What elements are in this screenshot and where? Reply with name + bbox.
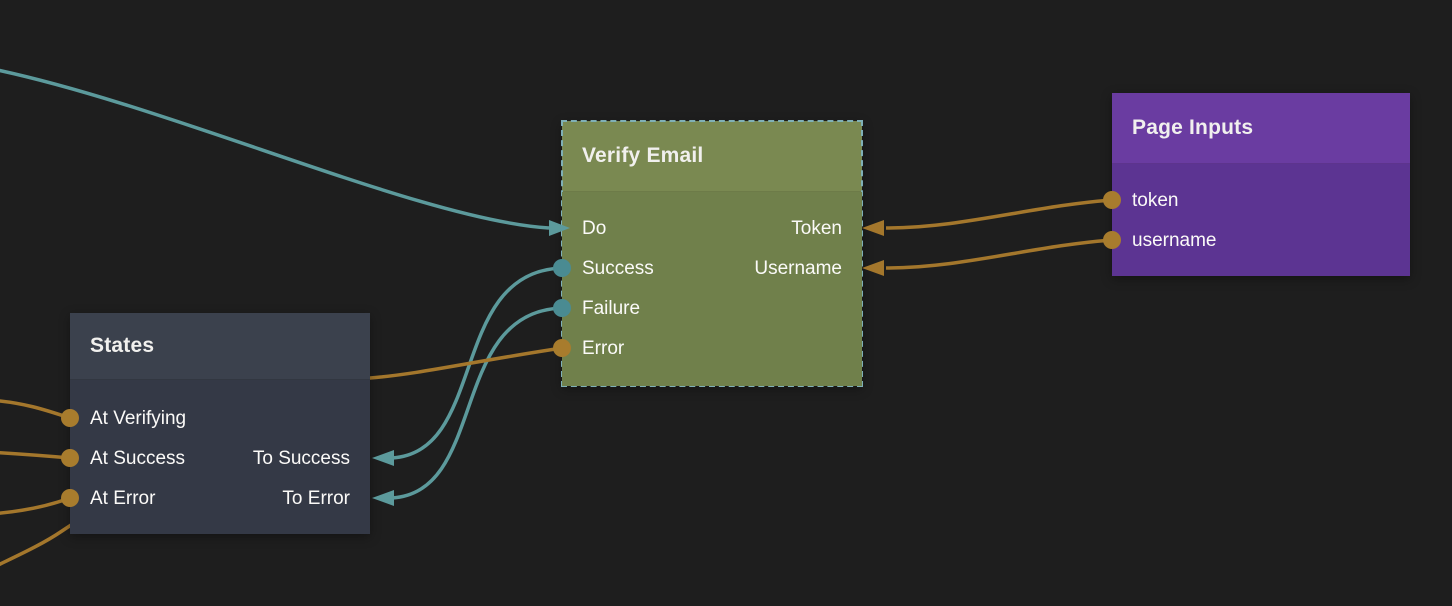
port-label-at-verifying[interactable]: At Verifying <box>90 408 187 429</box>
wire-at-verifying-outgoing[interactable] <box>0 399 71 420</box>
node-verify-email-body: Do Token Success Username Failure Error <box>562 192 862 386</box>
port-label-to-success[interactable]: To Success <box>252 448 350 469</box>
port-label-do[interactable]: Do <box>582 218 607 239</box>
port-label-token-output[interactable]: token <box>1132 190 1179 211</box>
port-row: At Verifying <box>70 399 370 439</box>
port-row: At Error To Error <box>70 479 370 519</box>
wire-failure-to-to-error[interactable] <box>391 306 563 500</box>
port-label-success[interactable]: Success <box>582 258 654 279</box>
node-verify-email-header[interactable]: Verify Email <box>562 121 862 192</box>
wire-to-verify-email-do[interactable] <box>0 68 550 230</box>
port-row: Error <box>562 329 862 369</box>
wire-at-error-outgoing[interactable] <box>0 496 71 515</box>
port-row: Do Token <box>562 209 862 249</box>
port-row: Failure <box>562 289 862 329</box>
port-label-to-error[interactable]: To Error <box>282 488 350 509</box>
wire-at-success-outgoing[interactable] <box>0 450 71 460</box>
port-label-username-output[interactable]: username <box>1132 230 1217 251</box>
port-label-failure[interactable]: Failure <box>582 298 641 319</box>
wire-username-to-username[interactable] <box>885 238 1113 270</box>
node-states-header[interactable]: States <box>70 313 370 380</box>
node-page-inputs[interactable]: Page Inputs token username <box>1112 93 1410 276</box>
node-title: States <box>90 334 155 357</box>
wire-token-to-token[interactable] <box>885 198 1113 230</box>
port-row: username <box>1112 221 1410 261</box>
node-page-inputs-header[interactable]: Page Inputs <box>1112 93 1410 164</box>
node-verify-email[interactable]: Verify Email Do Token Success Username F… <box>561 120 863 387</box>
port-label-error[interactable]: Error <box>582 338 625 359</box>
node-states[interactable]: States At Verifying At Success To Succes… <box>70 313 370 534</box>
port-row: Success Username <box>562 249 862 289</box>
port-label-token[interactable]: Token <box>791 218 842 239</box>
node-states-body: At Verifying At Success To Success At Er… <box>70 380 370 534</box>
port-label-username[interactable]: Username <box>754 258 842 279</box>
port-label-at-success[interactable]: At Success <box>90 448 186 469</box>
node-title: Verify Email <box>582 144 704 167</box>
port-row: token <box>1112 181 1410 221</box>
node-page-inputs-body: token username <box>1112 164 1410 276</box>
node-title: Page Inputs <box>1132 116 1254 139</box>
port-row: At Success To Success <box>70 439 370 479</box>
port-label-at-error[interactable]: At Error <box>90 488 156 509</box>
